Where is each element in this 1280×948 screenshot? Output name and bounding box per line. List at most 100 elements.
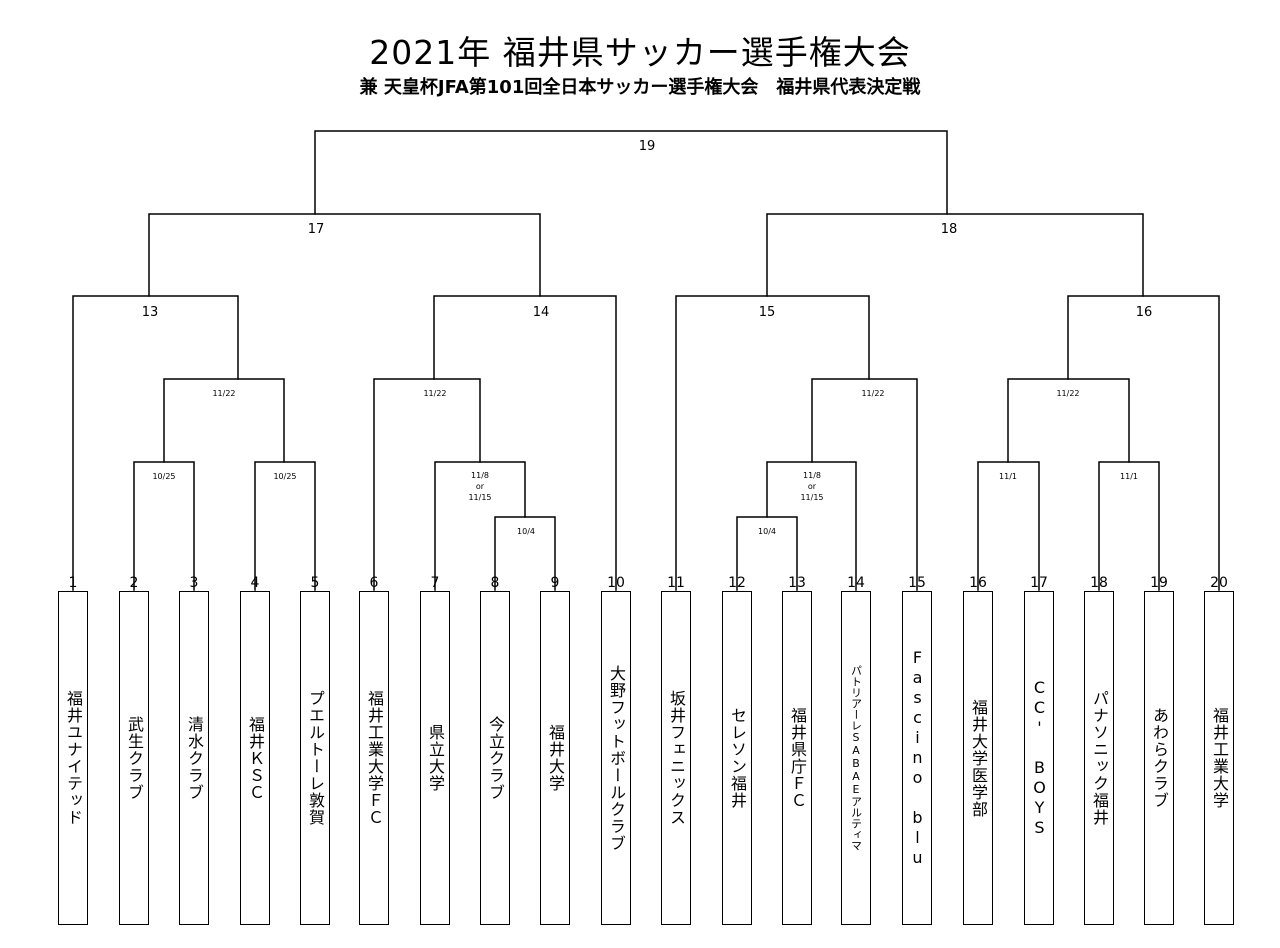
team-number: 1 bbox=[69, 575, 78, 591]
team-number: 8 bbox=[491, 575, 500, 591]
bracket-line-f bbox=[494, 516, 556, 591]
team-name: 武生クラブ bbox=[125, 715, 144, 801]
bracket-line-14 bbox=[433, 295, 617, 591]
team-number: 19 bbox=[1150, 575, 1168, 591]
team-number: 10 bbox=[607, 575, 625, 591]
team-box: 武生クラブ bbox=[119, 591, 149, 925]
bracket-line-i bbox=[811, 378, 918, 591]
bracket-line-k bbox=[1098, 461, 1160, 591]
team-box: あわらクラブ bbox=[1144, 591, 1174, 925]
bracket-line-g bbox=[736, 516, 798, 591]
match-number-14: 14 bbox=[533, 305, 550, 320]
match-date: 11/1 bbox=[1120, 472, 1138, 481]
team-name: プエルトーレ敦賀 bbox=[306, 690, 325, 826]
bracket-lines bbox=[72, 130, 1220, 591]
team-box: 県立大学 bbox=[420, 591, 450, 925]
team-name: 坂井フェニックス bbox=[667, 690, 686, 826]
match-date: 11/22 bbox=[423, 389, 446, 398]
bracket-line-a bbox=[133, 461, 195, 591]
team-box: セレソン福井 bbox=[722, 591, 752, 925]
match-date: 10/4 bbox=[517, 527, 535, 536]
match-date: 11/22 bbox=[861, 389, 884, 398]
team-number: 3 bbox=[190, 575, 199, 591]
match-number-13: 13 bbox=[142, 305, 159, 320]
match-date-line: 11/15 bbox=[800, 493, 823, 502]
bracket-line-l bbox=[1007, 378, 1130, 463]
team-name: 今立クラブ bbox=[486, 715, 505, 801]
bracket-line-b bbox=[254, 461, 316, 591]
bracket-line-13 bbox=[72, 295, 239, 591]
match-number-19: 19 bbox=[639, 139, 656, 154]
match-date-line: 11/8 bbox=[471, 471, 489, 480]
bracket-line-h bbox=[766, 461, 857, 591]
team-number: 13 bbox=[788, 575, 806, 591]
team-name: パナソニック福井 bbox=[1090, 690, 1109, 826]
bracket-line-final bbox=[314, 130, 948, 215]
team-box: 坂井フェニックス bbox=[661, 591, 691, 925]
match-number-17: 17 bbox=[308, 222, 325, 237]
match-date-line: 11/8 bbox=[803, 471, 821, 480]
match-date-multiline: 11/8 or 11/15 bbox=[800, 471, 823, 502]
match-date-line: or bbox=[476, 482, 485, 491]
team-number: 14 bbox=[847, 575, 865, 591]
team-box: 福井大学医学部 bbox=[963, 591, 993, 925]
team-box: 福井大学 bbox=[540, 591, 570, 925]
bracket-line-c bbox=[163, 378, 285, 463]
bracket-line-d bbox=[373, 378, 481, 591]
match-number-16: 16 bbox=[1136, 305, 1153, 320]
match-date-multiline: 11/8 or 11/15 bbox=[468, 471, 491, 502]
team-name: セレソン福井 bbox=[728, 707, 747, 809]
team-name: 福井ユナイテッド bbox=[64, 690, 83, 826]
team-name: あわらクラブ bbox=[1150, 707, 1169, 809]
team-box: 福井ユナイテッド bbox=[58, 591, 88, 925]
match-date: 11/22 bbox=[212, 389, 235, 398]
team-name: 清水クラブ bbox=[185, 715, 204, 801]
match-number-18: 18 bbox=[941, 222, 958, 237]
team-box: 福井工業大学ＦＣ bbox=[359, 591, 389, 925]
team-name: CC' BOYS bbox=[1030, 678, 1049, 838]
page-subtitle: 兼 天皇杯JFA第101回全日本サッカー選手権大会 福井県代表決定戦 bbox=[359, 77, 921, 98]
team-box: 福井ＫＳＣ bbox=[240, 591, 270, 925]
match-date: 11/1 bbox=[999, 472, 1017, 481]
match-number-15: 15 bbox=[759, 305, 776, 320]
match-date: 11/22 bbox=[1056, 389, 1079, 398]
team-name: 福井工業大学 bbox=[1210, 707, 1229, 809]
team-name: Fascino blu bbox=[908, 648, 927, 868]
match-date-line: or bbox=[808, 482, 817, 491]
team-number: 6 bbox=[370, 575, 379, 591]
team-box: パトリアーレSABAEアルティマ bbox=[841, 591, 871, 925]
match-date: 10/4 bbox=[758, 527, 776, 536]
team-box: 福井県庁ＦＣ bbox=[782, 591, 812, 925]
team-box: Fascino blu bbox=[902, 591, 932, 925]
match-date: 10/25 bbox=[273, 472, 296, 481]
team-number: 18 bbox=[1090, 575, 1108, 591]
page-title: 2021年 福井県サッカー選手権大会 bbox=[369, 33, 911, 72]
bracket-line-15 bbox=[675, 295, 870, 591]
team-box: プエルトーレ敦賀 bbox=[300, 591, 330, 925]
bracket-line-e bbox=[434, 461, 526, 591]
match-date: 10/25 bbox=[152, 472, 175, 481]
team-box: CC' BOYS bbox=[1024, 591, 1054, 925]
team-number: 16 bbox=[969, 575, 987, 591]
team-box: 大野フットボールクラブ bbox=[601, 591, 631, 925]
team-number: 15 bbox=[908, 575, 926, 591]
match-date-line: 11/15 bbox=[468, 493, 491, 502]
team-name: パトリアーレSABAEアルティマ bbox=[849, 665, 863, 851]
team-name: 福井ＫＳＣ bbox=[246, 715, 265, 801]
team-name: 県立大学 bbox=[426, 724, 445, 792]
team-box: パナソニック福井 bbox=[1084, 591, 1114, 925]
team-number: 7 bbox=[431, 575, 440, 591]
bracket-line-18 bbox=[766, 213, 1144, 297]
team-name: 福井工業大学ＦＣ bbox=[365, 690, 384, 826]
bracket-line-17 bbox=[148, 213, 541, 297]
team-number: 4 bbox=[251, 575, 260, 591]
team-number: 20 bbox=[1210, 575, 1228, 591]
team-number: 2 bbox=[130, 575, 139, 591]
team-box: 今立クラブ bbox=[480, 591, 510, 925]
team-name: 福井県庁ＦＣ bbox=[788, 707, 807, 809]
bracket-line-16 bbox=[1067, 295, 1220, 591]
team-number: 9 bbox=[551, 575, 560, 591]
team-box: 福井工業大学 bbox=[1204, 591, 1234, 925]
